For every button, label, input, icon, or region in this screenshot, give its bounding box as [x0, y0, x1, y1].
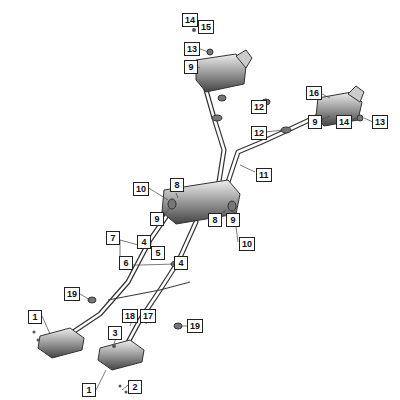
callout-number: 16	[309, 88, 319, 98]
callout-number: 8	[212, 215, 217, 225]
callout-box: 5	[151, 246, 165, 260]
callout-number: 2	[132, 382, 137, 392]
callout-box: 13	[372, 115, 388, 129]
callout-number: 14	[185, 15, 195, 25]
callout-box: 1	[82, 383, 96, 397]
callout-box: 9	[308, 115, 322, 129]
callout-number: 5	[155, 248, 160, 258]
callout-box: 2	[128, 380, 142, 394]
callout-number: 1	[86, 385, 91, 395]
callout-number: 13	[187, 44, 197, 54]
callout-number: 3	[112, 328, 117, 338]
callout-box: 10	[239, 237, 255, 251]
callout-box: 4	[174, 256, 188, 270]
callout-number: 8	[174, 180, 179, 190]
callout-box: 9	[184, 60, 198, 74]
callout-number: 9	[154, 214, 159, 224]
callout-box: 19	[64, 287, 80, 301]
callout-number: 18	[125, 311, 135, 321]
callout-box: 17	[140, 309, 156, 323]
callout-box: 8	[170, 178, 184, 192]
callout-number: 1	[32, 312, 37, 322]
callout-box: 16	[306, 86, 322, 100]
callout-number: 19	[190, 321, 200, 331]
callout-number: 10	[136, 184, 146, 194]
callout-box: 1	[28, 310, 42, 324]
callout-box: 15	[198, 20, 214, 34]
callout-box: 14	[336, 115, 352, 129]
callout-box: 9	[150, 212, 164, 226]
callout-box: 10	[133, 182, 149, 196]
callout-number: 9	[312, 117, 317, 127]
callout-number: 9	[188, 62, 193, 72]
callout-box: 12	[251, 100, 267, 114]
callout-box: 18	[122, 309, 138, 323]
callout-number: 12	[254, 128, 264, 138]
callout-box: 3	[108, 326, 122, 340]
callout-box: 6	[119, 256, 133, 270]
callout-box: 13	[184, 42, 200, 56]
callout-number: 13	[375, 117, 385, 127]
callout-number: 14	[339, 117, 349, 127]
callout-box: 11	[256, 168, 272, 182]
callout-number: 4	[141, 237, 146, 247]
callout-box: 4	[137, 235, 151, 249]
callout-box: 12	[251, 126, 267, 140]
callout-number: 9	[230, 215, 235, 225]
callout-number: 15	[201, 22, 211, 32]
callout-box: 19	[187, 319, 203, 333]
callout-number: 11	[259, 170, 269, 180]
callout-number: 6	[123, 258, 128, 268]
callout-number: 17	[143, 311, 153, 321]
callout-number: 19	[67, 289, 77, 299]
callout-box: 8	[208, 213, 222, 227]
callout-box: 14	[182, 13, 198, 27]
callout-number: 7	[110, 233, 115, 243]
callout-number: 12	[254, 102, 264, 112]
callout-number: 4	[178, 258, 183, 268]
callout-box: 9	[226, 213, 240, 227]
callout-box: 7	[106, 231, 120, 245]
callout-number: 10	[242, 239, 252, 249]
